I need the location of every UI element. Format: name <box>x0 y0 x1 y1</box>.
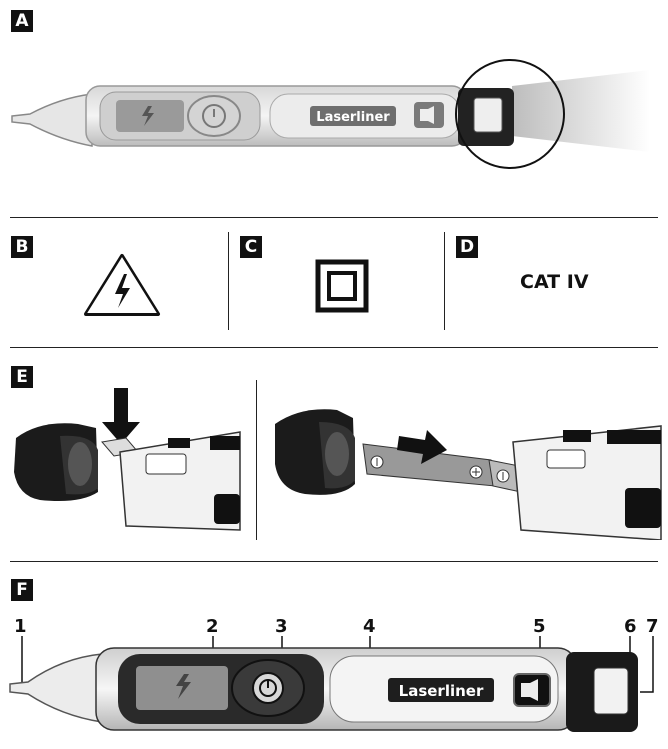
callout-4: 4 <box>363 616 376 637</box>
brand-label-a: Laserliner <box>316 110 390 125</box>
power-icon <box>202 104 226 128</box>
callout-2: 2 <box>206 616 219 637</box>
callout-1: 1 <box>14 616 27 637</box>
callout-5: 5 <box>533 616 546 637</box>
section-label-c: C <box>240 236 262 258</box>
callout-7: 7 <box>646 616 659 637</box>
cat-rating-label: CAT IV <box>520 271 589 293</box>
divider <box>10 347 658 348</box>
divider <box>10 561 658 562</box>
flashlight-icon <box>521 683 530 697</box>
lightning-bolt-icon <box>142 106 154 126</box>
section-label-a: A <box>11 10 33 32</box>
double-insulation-icon <box>315 259 369 313</box>
figure-e-battery-cap-removal <box>14 388 241 531</box>
callout-6: 6 <box>624 616 637 637</box>
section-label-b: B <box>11 236 33 258</box>
figure-f-tester-parts: Laserliner <box>9 636 654 732</box>
callout-3: 3 <box>275 616 288 637</box>
figure-a-tester-flashlight: Laserliner <box>11 59 650 169</box>
divider <box>10 217 658 218</box>
divider <box>256 380 257 540</box>
divider <box>444 232 445 330</box>
divider <box>228 232 229 330</box>
lightning-bolt-icon <box>176 674 191 699</box>
section-label-e: E <box>11 366 33 388</box>
figure-e-battery-insert <box>275 409 662 540</box>
brand-label-f: Laserliner <box>399 682 484 700</box>
section-label-d: D <box>456 236 478 258</box>
high-voltage-warning-icon <box>84 254 160 316</box>
section-label-f: F <box>11 579 33 601</box>
